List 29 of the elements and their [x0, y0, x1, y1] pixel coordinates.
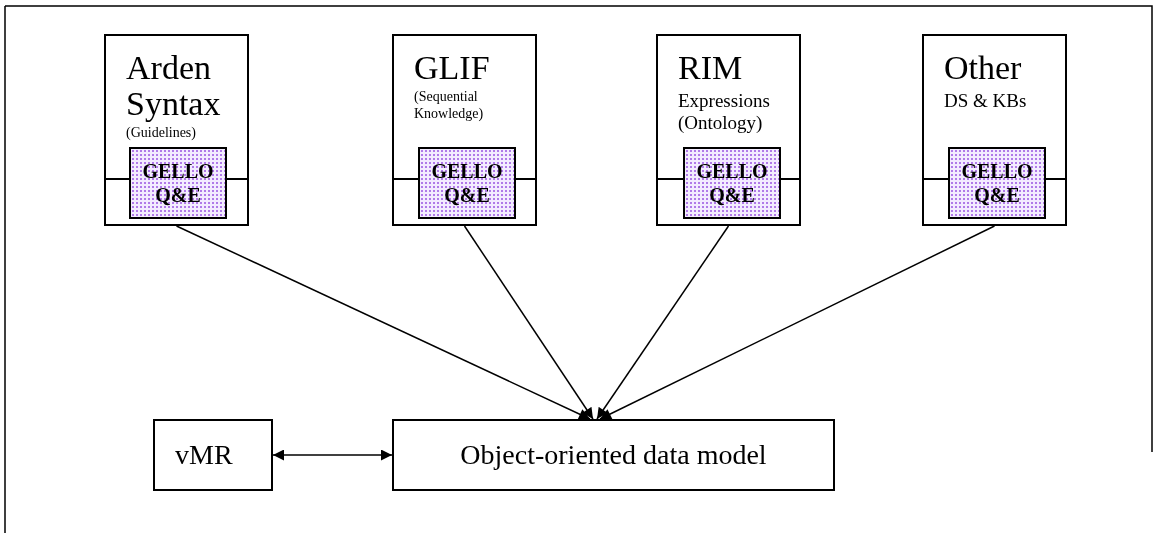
arrow	[596, 225, 730, 420]
component-subtitle: Expressions (Ontology)	[678, 90, 771, 134]
box-label: Object-oriented data model	[460, 438, 767, 472]
component-box	[104, 34, 249, 226]
arrow	[463, 225, 594, 420]
component-box	[392, 34, 537, 226]
arrow	[272, 449, 393, 461]
component-title: Other	[944, 50, 1023, 86]
module-box	[418, 147, 516, 219]
component-box	[392, 419, 835, 491]
module-box	[129, 147, 227, 219]
component-subtitle: (Sequential Knowledge)	[414, 88, 485, 122]
component-box	[656, 34, 801, 226]
component-title: GLIF	[414, 50, 491, 86]
module-label: GELLO Q&E	[430, 159, 504, 207]
component-subtitle: DS & KBs	[944, 90, 1028, 112]
module-label: GELLO Q&E	[141, 159, 215, 207]
module-box	[683, 147, 781, 219]
arrow	[599, 225, 996, 420]
component-box	[153, 419, 273, 491]
component-title: Arden Syntax	[126, 50, 222, 122]
component-box	[922, 34, 1067, 226]
module-box	[948, 147, 1046, 219]
box-label: vMR	[175, 438, 233, 472]
module-label: GELLO Q&E	[960, 159, 1034, 207]
component-subtitle: (Guidelines)	[126, 124, 197, 141]
module-label: GELLO Q&E	[695, 159, 769, 207]
component-title: RIM	[678, 50, 744, 86]
arrow	[175, 225, 591, 420]
